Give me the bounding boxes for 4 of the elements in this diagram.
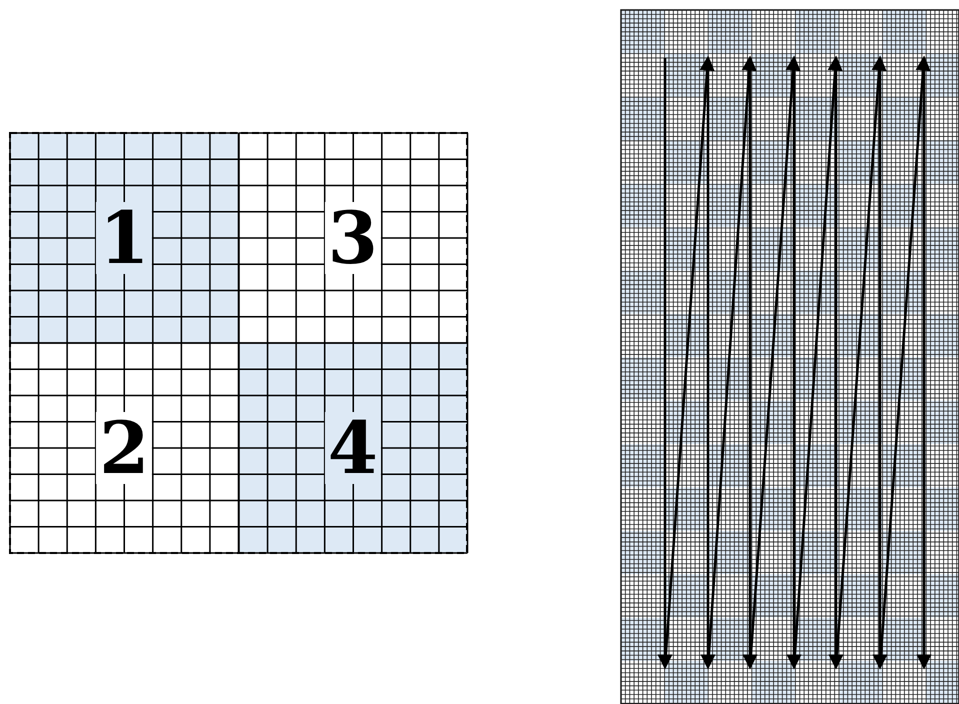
- quadrant-number: 1: [96, 202, 152, 274]
- quadrant-number: 3: [324, 202, 381, 274]
- quadrant-number: 4: [324, 412, 381, 484]
- quadrant-number: 2: [96, 412, 152, 484]
